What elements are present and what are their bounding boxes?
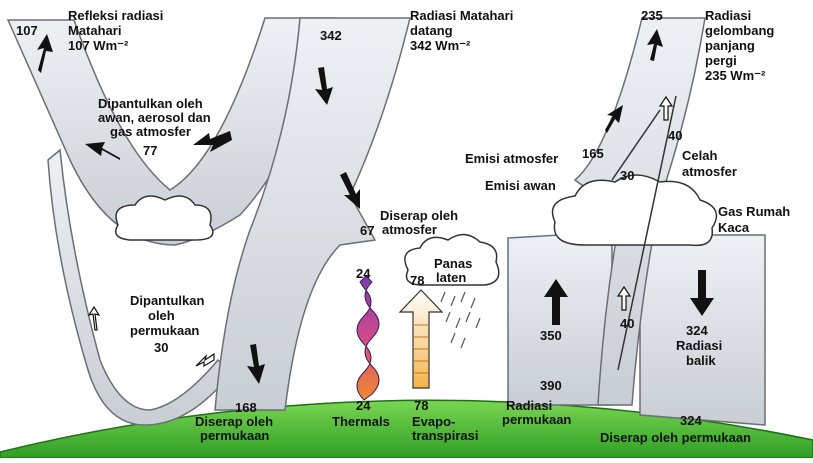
arrow-up-235 [647, 29, 663, 61]
incoming-solar-stream [214, 17, 411, 411]
reflected-solar-num: 107 [16, 23, 38, 38]
back-radiation-stream [639, 234, 766, 426]
thermals-label: Thermals [332, 414, 390, 429]
arrow-down-342 [315, 67, 333, 105]
absorbed-atmos-2: atmosfer [382, 222, 437, 237]
evapo-2: transpirasi [412, 428, 478, 443]
incoming-solar-title-2: datang [410, 23, 453, 38]
atmos-emission: Emisi atmosfer [465, 151, 558, 166]
arrow-absorb-atmos [340, 172, 360, 209]
absorbed-surface-1: Diserap oleh [195, 414, 273, 429]
cloud-left [115, 195, 214, 241]
thermals-wave [356, 275, 380, 401]
outgoing-lw-num: 235 [641, 8, 663, 23]
atmos-window-2: atmosfer [682, 164, 737, 179]
reflected-clouds-3: gas atmosfer [110, 124, 191, 139]
surface-rad-1: Radiasi [506, 398, 552, 413]
incoming-solar-title-1: Radiasi Matahari [410, 8, 513, 23]
absorbed-surface-right: Diserap oleh permukaan [600, 430, 751, 445]
atmos-window-1: Celah [682, 148, 717, 163]
outgoing-lw-title-2: gelombang [705, 23, 774, 38]
surface-rad-2: permukaan [502, 412, 571, 427]
thermals-num-top: 24 [356, 266, 371, 281]
surface-rad-up-num: 350 [540, 328, 562, 343]
absorbed-atmos-num: 67 [360, 223, 374, 238]
arrow-into-cloud [193, 131, 232, 152]
outgoing-lw-title-1: Radiasi [705, 8, 751, 23]
cloud-emission: Emisi awan [485, 178, 556, 193]
reflected-clouds-num: 77 [143, 143, 157, 158]
atmos-emission-num: 165 [582, 146, 604, 161]
outgoing-lw-title-3: panjang [705, 38, 755, 53]
cloud-right [551, 174, 718, 247]
absorbed-atmos-1: Diserap oleh [380, 208, 458, 223]
arrow-surface-reflect-small [87, 305, 101, 331]
latent-1: Panas [434, 256, 472, 271]
cloud-emission-line [611, 109, 661, 181]
reflected-solar-value: 107 Wm⁻² [68, 38, 129, 53]
evapo-num: 78 [414, 398, 428, 413]
latent-2: laten [436, 270, 466, 285]
absorbed-surface-right-num: 324 [680, 413, 702, 428]
arrow-up-350 [544, 279, 568, 325]
reflected-clouds-2: awan, aerosol dan [98, 110, 211, 125]
ghg-1: Gas Rumah [718, 204, 790, 219]
latent-num: 78 [410, 273, 424, 288]
arrow-up-107 [37, 34, 53, 73]
atmos-window-line [617, 95, 677, 371]
atmos-window-num: 40 [668, 128, 682, 143]
incoming-solar-value: 342 Wm⁻² [410, 38, 471, 53]
absorbed-surface-2: permukaan [200, 428, 269, 443]
reflected-solar-title-1: Refleksi radiasi [68, 8, 163, 23]
arrow-window-small-2 [658, 95, 674, 121]
reflected-solar-title-2: Matahari [68, 23, 121, 38]
arrow-surface-reflect-small-2 [195, 352, 215, 368]
reflected-surface-2: oleh [148, 308, 175, 323]
thermals-num: 24 [356, 398, 371, 413]
reflected-surface-3: permukaan [130, 323, 199, 338]
reflected-surface-1: Dipantulkan [130, 293, 204, 308]
cloud-emission-num: 30 [620, 168, 634, 183]
arrow-down-324 [690, 270, 714, 316]
surface-rad-num: 390 [540, 378, 562, 393]
ghg-2: Kaca [718, 220, 750, 235]
reflected-surface-num: 30 [154, 340, 168, 355]
rain-cloud [404, 233, 500, 286]
rain-drops [440, 291, 481, 349]
back-rad-num: 324 [686, 323, 708, 338]
arrow-down-surface [247, 344, 265, 384]
arrow-window-small [616, 285, 632, 311]
window-num-low: 40 [620, 316, 634, 331]
arrow-cloud-reflect [85, 142, 120, 160]
arrow-emission-atmos [605, 105, 623, 133]
absorbed-surface-num: 168 [235, 400, 257, 415]
reflected-clouds-1: Dipantulkan oleh [98, 96, 203, 111]
evapotranspiration-arrow [398, 289, 444, 389]
earth-surface [0, 399, 813, 459]
back-rad-1: Radiasi [676, 338, 722, 353]
incoming-solar-num: 342 [320, 28, 342, 43]
back-rad-2: balik [686, 353, 716, 368]
outgoing-lw-title-4: pergi [705, 53, 737, 68]
outgoing-lw-value: 235 Wm⁻² [705, 68, 766, 83]
evapo-1: Evapo- [412, 414, 455, 429]
